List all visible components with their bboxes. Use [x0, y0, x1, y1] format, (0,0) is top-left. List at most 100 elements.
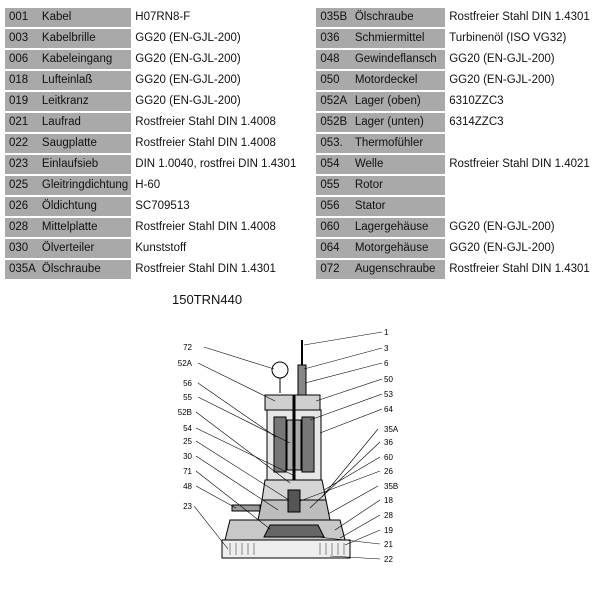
part-name: Öldichtung: [37, 197, 132, 216]
part-material: GG20 (EN-GJL-200): [131, 50, 297, 69]
model-number: 150TRN440: [172, 292, 243, 307]
callout-label: 25: [183, 437, 192, 446]
part-name: Thermofühler: [350, 134, 446, 153]
part-name: Welle: [350, 155, 446, 174]
part-material: GG20 (EN-GJL-200): [131, 29, 297, 48]
callout-label: 35A: [384, 425, 399, 434]
part-material: GG20 (EN-GJL-200): [445, 71, 595, 90]
part-material: Rostfreier Stahl DIN 1.4008: [131, 113, 297, 132]
callout-label: 21: [384, 540, 393, 549]
part-material: DIN 1.0040, rostfrei DIN 1.4301: [131, 155, 297, 174]
part-code: 001: [5, 8, 38, 27]
part-material: Rostfreier Stahl DIN 1.4301: [131, 260, 297, 279]
callout-label: 23: [183, 502, 192, 511]
part-code: 072: [316, 260, 351, 279]
part-code: 036: [316, 29, 351, 48]
callout-label: 56: [183, 379, 192, 388]
part-name: Mittelplatte: [37, 218, 132, 237]
part-material: Kunststoff: [131, 239, 297, 258]
callout-label: 53: [384, 390, 393, 399]
part-name: Kabeleingang: [37, 50, 132, 69]
part-material: Rostfreier Stahl DIN 1.4301: [445, 260, 595, 279]
part-code: 023: [5, 155, 38, 174]
part-code: 048: [316, 50, 351, 69]
part-name: Ölschraube: [37, 260, 132, 279]
part-code: 052A: [316, 92, 351, 111]
part-material: H07RN8-F: [131, 8, 297, 27]
part-name: Saugplatte: [37, 134, 132, 153]
callout-label: 71: [183, 467, 192, 476]
part-material: Rostfreier Stahl DIN 1.4021: [445, 155, 595, 174]
callout-label: 1: [384, 328, 389, 337]
part-name: Laufrad: [37, 113, 132, 132]
part-code: 022: [5, 134, 38, 153]
part-name: Motorgehäuse: [350, 239, 446, 258]
callout-label: 30: [183, 452, 192, 461]
callout-label: 22: [384, 555, 393, 564]
callout-label: 19: [384, 526, 393, 535]
part-name: Gewindeflansch: [350, 50, 446, 69]
part-name: Rotor: [350, 176, 446, 195]
callout-label: 28: [384, 511, 393, 520]
part-material: GG20 (EN-GJL-200): [131, 71, 297, 90]
part-material: [445, 134, 595, 153]
part-material: SC709513: [131, 197, 297, 216]
part-code: 025: [5, 176, 38, 195]
callout-label: 48: [183, 482, 192, 491]
callout-label: 52B: [178, 408, 192, 417]
part-code: 064: [316, 239, 351, 258]
part-material: Rostfreier Stahl DIN 1.4008: [131, 134, 297, 153]
part-name: Leitkranz: [37, 92, 132, 111]
part-name: Stator: [350, 197, 446, 216]
callout-label: 3: [384, 344, 389, 353]
part-code: 060: [316, 218, 351, 237]
part-material: [445, 197, 595, 216]
callout-label: 64: [384, 405, 393, 414]
part-material: 6314ZZC3: [445, 113, 595, 132]
pump-drawing: [221, 340, 351, 559]
part-material: H-60: [131, 176, 297, 195]
part-code: 026: [5, 197, 38, 216]
part-code: 018: [5, 71, 38, 90]
part-material: GG20 (EN-GJL-200): [131, 92, 297, 111]
leader-lines-right: [299, 331, 383, 560]
part-material: Rostfreier Stahl DIN 1.4008: [131, 218, 297, 237]
part-name: Schmiermittel: [350, 29, 446, 48]
callout-label: 52A: [178, 359, 193, 368]
callout-label: 50: [384, 375, 393, 384]
part-name: Motordeckel: [350, 71, 446, 90]
part-name: Augenschraube: [350, 260, 446, 279]
callout-label: 72: [183, 343, 192, 352]
leader-lines-left: [193, 346, 294, 550]
part-code: 054: [316, 155, 351, 174]
part-material: Rostfreier Stahl DIN 1.4301: [445, 8, 595, 27]
part-code: 019: [5, 92, 38, 111]
part-name: Einlaufsieb: [37, 155, 132, 174]
part-code: 035B: [316, 8, 351, 27]
part-material: GG20 (EN-GJL-200): [445, 218, 595, 237]
